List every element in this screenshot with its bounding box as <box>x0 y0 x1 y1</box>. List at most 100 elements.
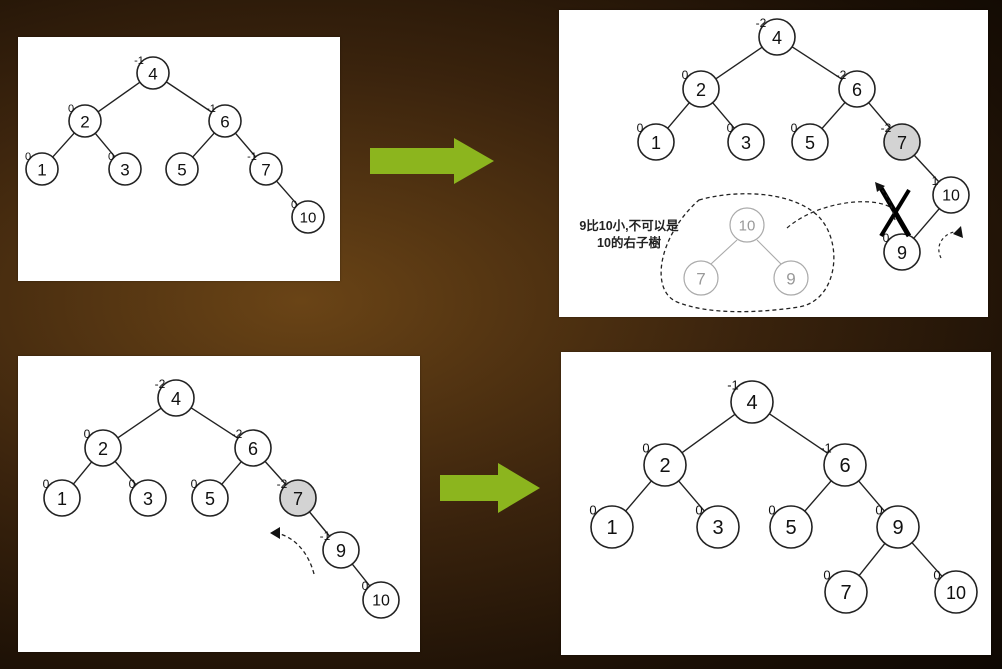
node-label: 7 <box>840 582 851 604</box>
balance-factor: 0 <box>727 121 734 135</box>
tree-edge <box>710 239 738 265</box>
balance-factor: 1 <box>932 174 939 188</box>
balance-factor: -2 <box>155 377 166 391</box>
balance-factor: 0 <box>68 103 74 115</box>
tree-node: 101 <box>932 174 970 214</box>
tree-edge <box>221 461 242 485</box>
node-label: 10 <box>946 583 966 603</box>
tree-node: 20 <box>84 427 122 467</box>
tree-edge <box>625 480 652 512</box>
tree-node: 6-1 <box>820 441 867 487</box>
node-label: 5 <box>177 161 186 180</box>
svg-text:10: 10 <box>739 218 756 235</box>
balance-factor: 0 <box>883 231 890 245</box>
tree-node: 4-1 <box>727 378 774 424</box>
callout-bubble <box>660 193 835 313</box>
tree-edge <box>114 460 137 486</box>
tree-node: 9-1 <box>320 529 360 569</box>
tree-edge <box>72 461 93 485</box>
tree-edge <box>308 511 331 537</box>
tree-edge <box>234 132 257 158</box>
callout-connector <box>786 201 895 229</box>
tree-edge <box>351 563 371 587</box>
cross-mark-icon <box>879 188 911 238</box>
tree-edge <box>858 480 885 512</box>
node-label: 10 <box>300 210 317 227</box>
balance-factor: 0 <box>875 503 882 518</box>
tree-edge <box>667 102 690 129</box>
node-label: 4 <box>148 65 157 84</box>
node-label: 6 <box>220 113 229 132</box>
tree-edge <box>868 102 891 129</box>
node-label: 3 <box>120 161 129 180</box>
balance-factor: -2 <box>836 68 847 82</box>
tree-edge <box>117 407 162 439</box>
tree-node: 100 <box>933 568 978 614</box>
svg-text:7: 7 <box>696 270 705 289</box>
node-label: 1 <box>37 161 46 180</box>
tree-edge <box>192 132 215 158</box>
node-label: 10 <box>942 188 960 205</box>
balance-factor: -1 <box>820 441 832 456</box>
node-label: 4 <box>171 389 181 409</box>
tree-node: 10 <box>637 121 675 161</box>
balance-factor: -2 <box>232 427 243 441</box>
tree-edge <box>858 542 886 577</box>
node-label: 5 <box>805 133 815 153</box>
node-label: 1 <box>57 489 67 509</box>
tree-node: 5 <box>165 152 199 186</box>
tree-node: 50 <box>791 121 829 161</box>
node-label: 2 <box>659 455 670 477</box>
tree-edge <box>756 239 782 265</box>
tree-node: 20 <box>68 103 102 138</box>
balance-factor: 0 <box>108 151 114 163</box>
tree-node: 90 <box>883 231 921 271</box>
node-label: 3 <box>712 517 723 539</box>
tree-node: 30 <box>108 151 142 186</box>
node-label: 5 <box>785 517 796 539</box>
node-label: 1 <box>651 133 661 153</box>
balance-factor: -2 <box>277 477 288 491</box>
tree-node: 6 -1 <box>206 103 242 138</box>
node-label: 4 <box>772 28 782 48</box>
tree-node: 7-2 <box>277 477 317 517</box>
balance-factor: 0 <box>637 121 644 135</box>
tree-edge <box>821 102 846 129</box>
tree-edge <box>97 81 141 113</box>
node-label: 7 <box>897 133 907 153</box>
rotate-hint-arrow <box>878 187 896 221</box>
balance-factor: -1 <box>134 55 144 67</box>
tree-node: 30 <box>695 503 740 549</box>
tree-node: 100 <box>362 579 400 619</box>
right-arrow-icon <box>370 138 494 184</box>
tree-node: 90 <box>875 503 920 549</box>
node-label: 9 <box>897 243 907 263</box>
tree-edge <box>913 154 940 183</box>
balance-factor: 0 <box>682 68 689 82</box>
node-label: 5 <box>205 489 215 509</box>
tree-edge <box>791 46 843 80</box>
tree-edge <box>712 102 735 129</box>
tree-node: 20 <box>642 441 687 487</box>
balance-factor: 0 <box>362 579 369 593</box>
node-label: 2 <box>696 80 706 100</box>
tree-edge <box>768 413 829 454</box>
balance-factor: -1 <box>206 103 216 115</box>
balance-factor: -2 <box>756 16 767 30</box>
tree-edge <box>913 208 940 239</box>
balance-factor: 0 <box>589 503 596 518</box>
right-arrow-icon <box>440 463 540 513</box>
tree-node: 4 -2 <box>756 16 796 56</box>
balance-factor: -1 <box>320 529 331 543</box>
tree-node: 70 <box>823 568 868 614</box>
tree-node: 20 <box>682 68 720 108</box>
tree-edge <box>52 132 75 158</box>
tree-node: 4 -2 <box>155 377 195 417</box>
